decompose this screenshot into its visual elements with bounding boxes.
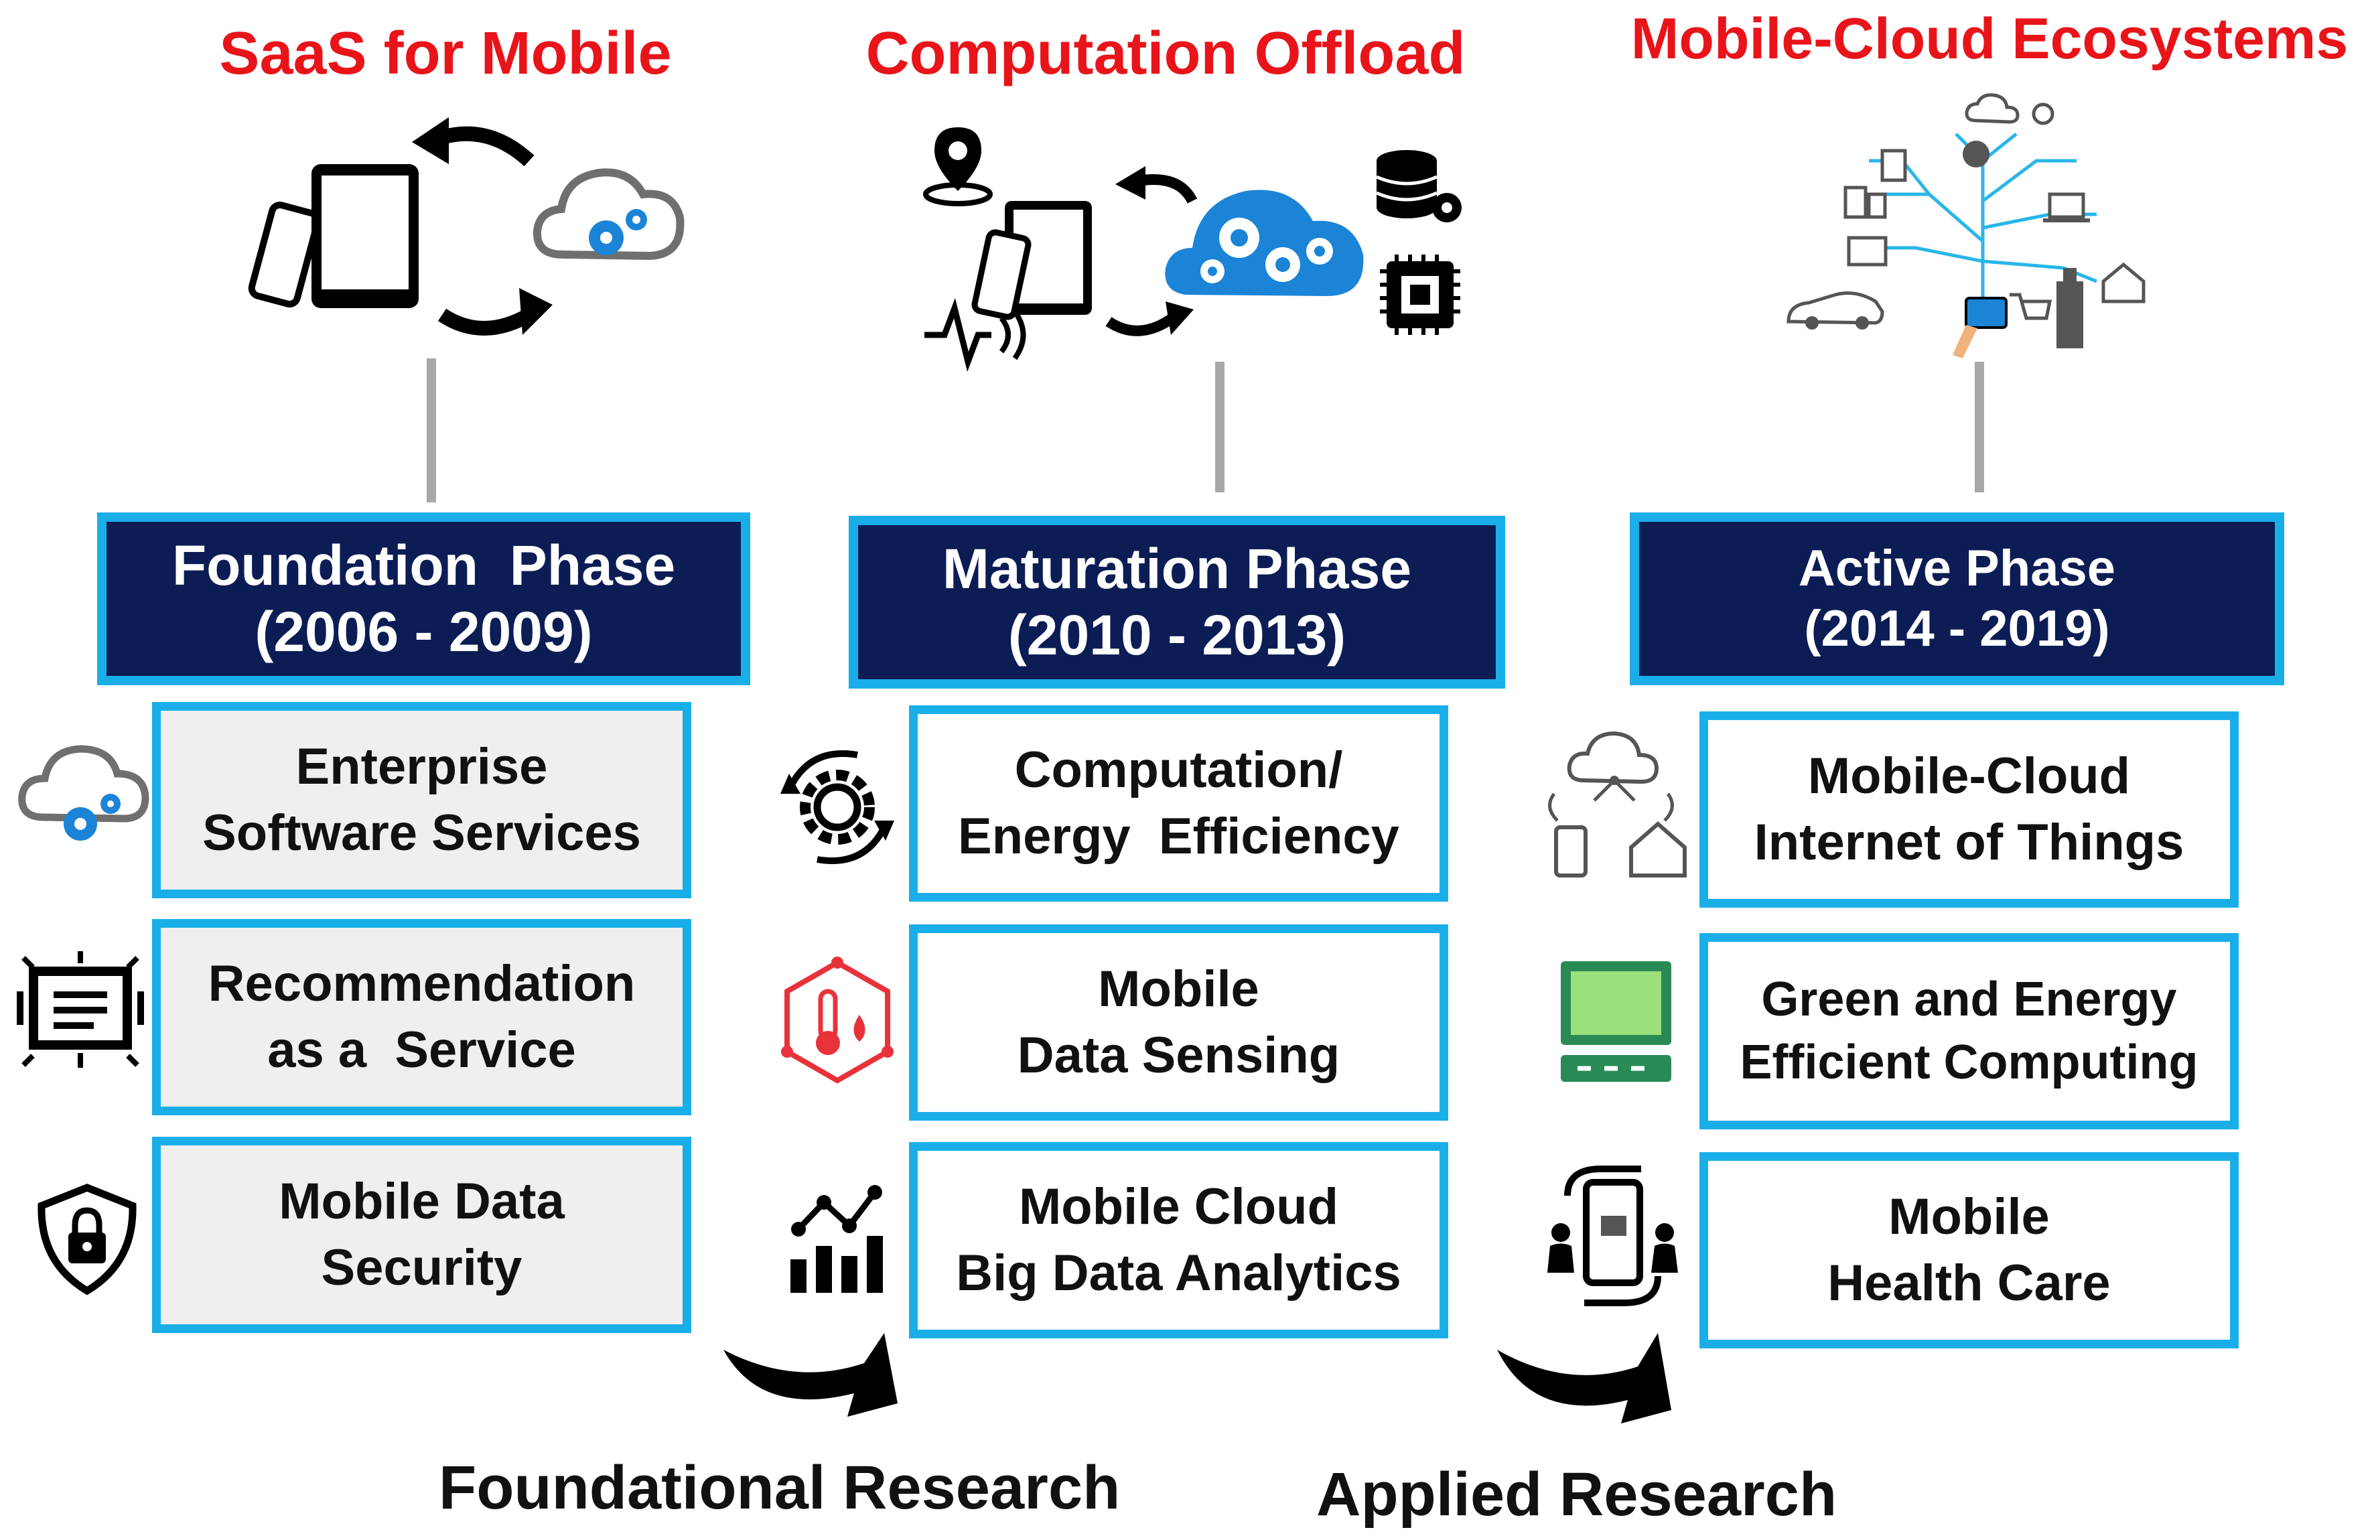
ecosystem-illustration <box>1787 93 2146 358</box>
item-line: as a Service <box>267 1021 576 1078</box>
blue-cloud-gears-icon <box>1165 190 1364 296</box>
connector-stem-active <box>1975 362 1984 492</box>
document-icon <box>1880 149 1907 182</box>
monitor-icon <box>1847 236 1888 267</box>
building-icon <box>2056 268 2083 348</box>
gear-cycle-icon <box>780 750 894 864</box>
cloud-gear-icon <box>533 168 685 261</box>
item-line: Mobile Cloud <box>1018 1178 1339 1235</box>
item-line: Mobile <box>1888 1188 2050 1245</box>
recommendation-board-icon <box>17 951 144 1068</box>
cloud-iot-icon <box>1548 731 1687 878</box>
applied-research-label: Applied Research <box>1316 1460 1837 1529</box>
devices-icon <box>1843 186 1887 219</box>
item-card-enterprise-software: Enterprise Software Services <box>152 702 691 898</box>
offload-arrows-icon <box>1105 166 1198 336</box>
item-line: Software Services <box>202 804 641 861</box>
item-card-recommendation: Recommendation as a Service <box>152 919 691 1115</box>
tablet-icon <box>311 164 419 308</box>
item-card-green-computing: Green and Energy Efficient Computing <box>1699 933 2239 1129</box>
connector-stem-maturation <box>1215 362 1224 492</box>
item-line: Green and Energy <box>1761 972 2177 1026</box>
item-card-iot: Mobile-Cloud Internet of Things <box>1699 711 2239 908</box>
column-title-saas: SaaS for Mobile <box>219 20 672 87</box>
location-pin-icon <box>923 127 993 206</box>
item-line: Data Sensing <box>1017 1026 1340 1084</box>
item-line: Enterprise <box>295 738 548 795</box>
item-card-data-sensing: Mobile Data Sensing <box>909 924 1448 1121</box>
sync-arrows-icon <box>412 117 553 336</box>
cart-icon <box>2010 293 2052 320</box>
item-card-health-care: Mobile Health Care <box>1699 1152 2239 1348</box>
item-line: Health Care <box>1827 1254 2111 1312</box>
column-title-ecosystems: Mobile-Cloud Ecosystems <box>1630 7 2349 71</box>
sun-icon <box>2032 102 2054 125</box>
item-card-energy-efficiency: Computation/ Energy Efficiency <box>909 705 1448 902</box>
foundational-research-label: Foundational Research <box>439 1454 1121 1522</box>
offload-illustration <box>923 127 1462 372</box>
item-line: Computation/ <box>1014 741 1343 798</box>
phase-box-active: Active Phase (2014 - 2019) <box>1630 512 2284 685</box>
connector-stem-foundation <box>427 358 436 502</box>
item-card-data-security: Mobile Data Security <box>152 1137 691 1333</box>
column-title-offload: Computation Offload <box>865 20 1466 87</box>
phase-name: Maturation Phase <box>942 537 1412 600</box>
tablet-phone-icon <box>971 201 1092 320</box>
saas-illustration <box>248 117 685 336</box>
phase-years: (2014 - 2019) <box>1804 600 2110 657</box>
item-line: Energy Efficiency <box>958 807 1399 865</box>
home-icon <box>2101 262 2146 303</box>
item-line: Mobile-Cloud <box>1807 747 2131 804</box>
item-line: Efficient Computing <box>1740 1035 2198 1089</box>
item-card-big-data: Mobile Cloud Big Data Analytics <box>909 1142 1448 1338</box>
phase-box-foundation: Foundation Phase (2006 - 2009) <box>97 512 750 685</box>
thermometer-sensor-icon <box>781 957 894 1084</box>
item-line: Security <box>321 1239 522 1296</box>
curved-arrow-icon <box>723 1333 898 1417</box>
phase-box-maturation: Maturation Phase (2010 - 2013) <box>849 516 1505 689</box>
item-line: Internet of Things <box>1754 813 2184 871</box>
item-line: Recommendation <box>208 955 636 1012</box>
globe-icon <box>1963 141 1989 167</box>
laptop-icon <box>2043 192 2090 222</box>
database-gear-icon <box>1375 150 1462 222</box>
curved-arrow-icon <box>1497 1333 1671 1423</box>
phase-name: Active Phase <box>1798 540 2116 598</box>
signal-wave-icon <box>924 297 1026 372</box>
phase-name: Foundation Phase <box>171 533 676 597</box>
phase-years: (2006 - 2009) <box>255 600 593 663</box>
item-line: Mobile <box>1098 960 1259 1018</box>
analytics-chart-icon <box>790 1185 883 1293</box>
mobile-health-icon <box>1547 1166 1678 1306</box>
cloud-icon <box>1965 93 2020 124</box>
cloud-gear-icon <box>18 745 149 841</box>
green-computer-icon <box>1561 961 1671 1082</box>
car-icon <box>1787 291 1884 330</box>
hand-tablet-icon <box>1953 297 2008 358</box>
phase-years: (2010 - 2013) <box>1007 604 1346 667</box>
processor-chip-icon <box>1380 255 1460 335</box>
shield-lock-icon <box>38 1184 137 1296</box>
item-line: Mobile Data <box>279 1172 565 1230</box>
phone-icon <box>248 202 322 307</box>
item-line: Big Data Analytics <box>956 1244 1401 1302</box>
